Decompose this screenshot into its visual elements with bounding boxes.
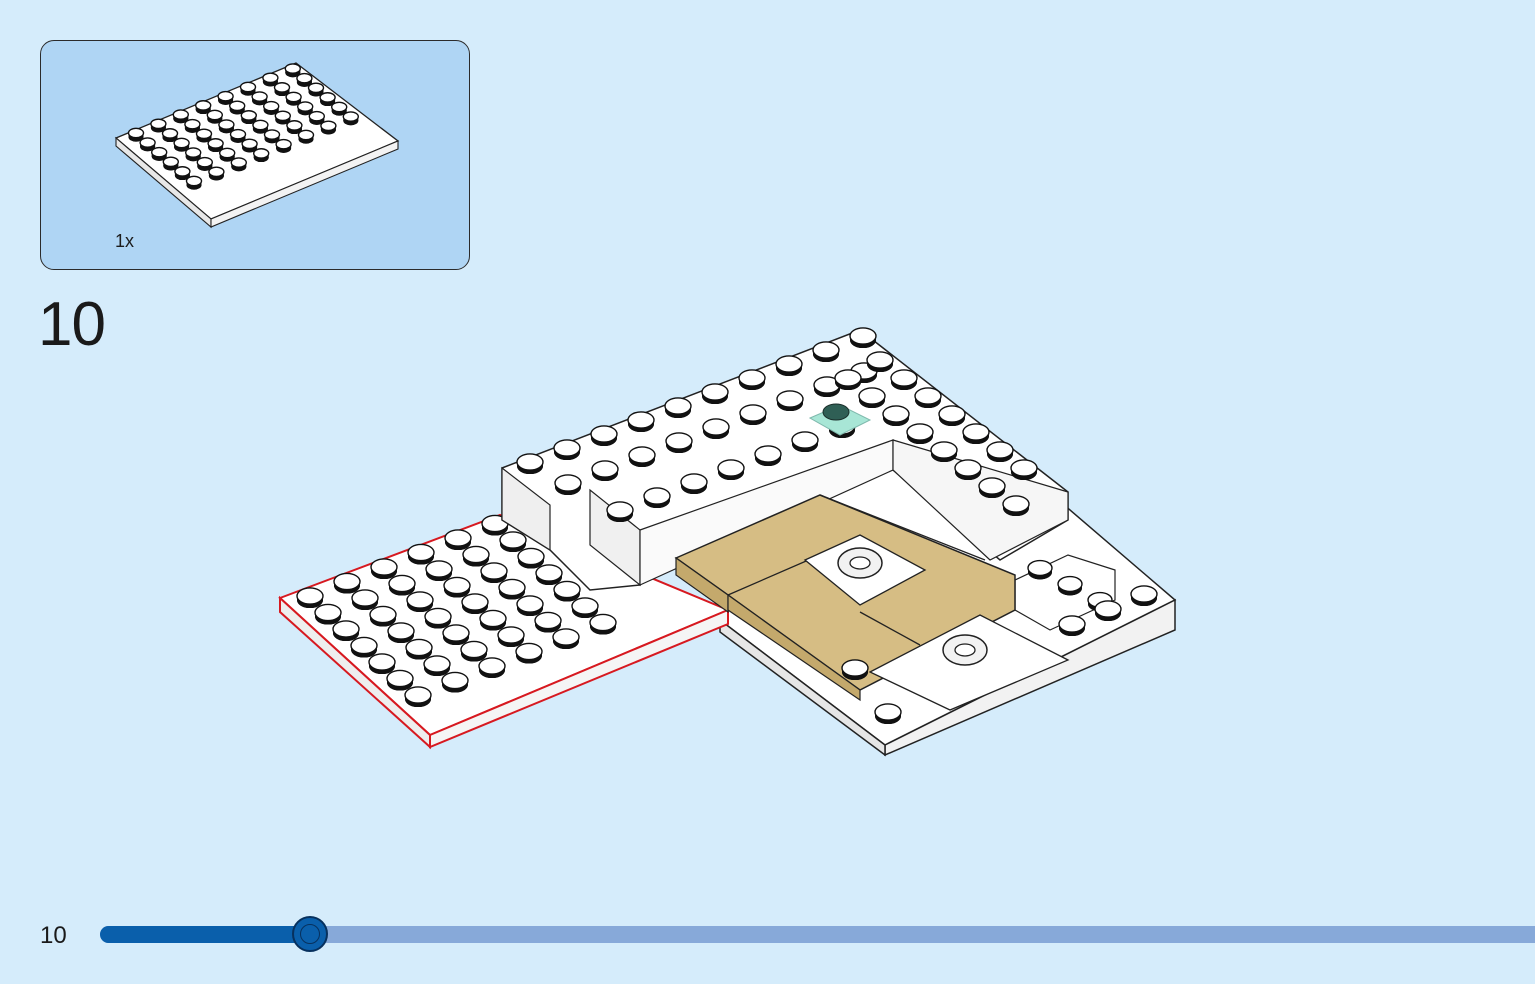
progress-fill <box>100 926 310 943</box>
progress-bar[interactable] <box>100 926 1535 943</box>
transparent-stud-icon <box>808 403 872 436</box>
page-number: 10 <box>40 922 67 949</box>
step-number: 10 <box>38 290 106 359</box>
part-quantity: 1x <box>115 231 135 251</box>
parts-callout: 1x <box>40 40 470 270</box>
base-plate-studs <box>841 585 1158 725</box>
white-plate-6x8-icon <box>114 62 400 229</box>
round-jumper-plate-icon <box>803 534 1070 711</box>
new-white-plate-highlighted-icon <box>278 513 731 750</box>
progress-thumb[interactable] <box>291 916 328 952</box>
